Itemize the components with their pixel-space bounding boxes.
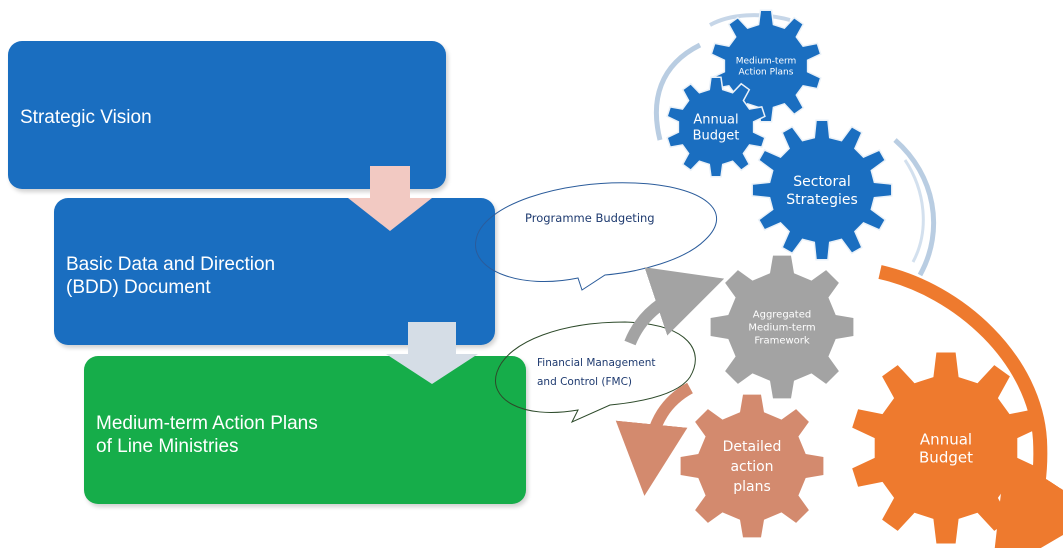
bdd-document-box: Basic Data and Direction (BDD) Document [54, 198, 495, 345]
action-plans-label: Medium-term Action Plans of Line Ministr… [96, 412, 318, 458]
gear-medium-term-action-plans-label-line: Medium-term [736, 57, 797, 67]
gear-detailed-action-plans-label-line: Detailed [723, 439, 782, 455]
fmc-callout: Financial Management and Control (FMC) [495, 321, 696, 424]
gear-aggregated-framework-label-line: Framework [754, 336, 810, 347]
gear-aggregated-framework-label-line: Medium-term [748, 323, 815, 334]
gear-annual-budget-orange-label-line: Budget [919, 448, 973, 466]
gear-aggregated-framework-label-line: Aggregated [753, 310, 811, 321]
strategic-vision-line-1: Strategic Vision [20, 107, 152, 128]
fmc-text-line-2: and Control (FMC) [537, 376, 632, 388]
gear-sectoral-strategies-label-line: Strategies [786, 192, 858, 208]
fmc-text-line-1: Financial Management [537, 357, 655, 369]
gear-detailed-action-plans-label-line: action [730, 459, 773, 475]
gear-annual-budget-blue-label-line: Budget [693, 129, 740, 144]
gear-detailed-action-plans: Detailed action plans [680, 394, 824, 538]
bdd-document-line-1: Basic Data and Direction [66, 254, 276, 275]
cycle-arrow-icon [624, 267, 725, 346]
gear-icon [680, 394, 824, 538]
gear-icon [666, 76, 766, 178]
gear-icon [751, 119, 893, 261]
cycle-arrow-icon [878, 265, 1063, 548]
bdd-document-line-2: (BDD) Document [66, 277, 211, 298]
gear-annual-budget-blue-label-line: Annual [693, 113, 738, 128]
action-plans-line-2: of Line Ministries [96, 436, 239, 457]
cycle-arrow-icon [615, 382, 694, 496]
cycle-arrow-icon [653, 13, 937, 277]
action-plans-line-1: Medium-term Action Plans [96, 413, 318, 434]
gear-annual-budget-orange-label-line: Annual [920, 430, 972, 448]
gear-sectoral-strategies-label-line: Sectoral [793, 174, 850, 190]
strategic-vision-box: Strategic Vision [8, 41, 446, 189]
gear-medium-term-action-plans-label-line: Action Plans [739, 68, 794, 78]
programme-budgeting-text: Programme Budgeting [525, 211, 655, 225]
down-arrow-icon [348, 166, 432, 231]
programme-budgeting-callout: Programme Budgeting [475, 182, 717, 291]
action-plans-box: Medium-term Action Plans of Line Ministr… [84, 356, 526, 504]
gear-detailed-action-plans-label-line: plans [733, 479, 771, 495]
gear-icon [710, 255, 854, 399]
strategic-vision-label: Strategic Vision [20, 106, 152, 129]
down-arrow-icon [386, 322, 478, 384]
bdd-document-label: Basic Data and Direction (BDD) Document [66, 253, 275, 299]
